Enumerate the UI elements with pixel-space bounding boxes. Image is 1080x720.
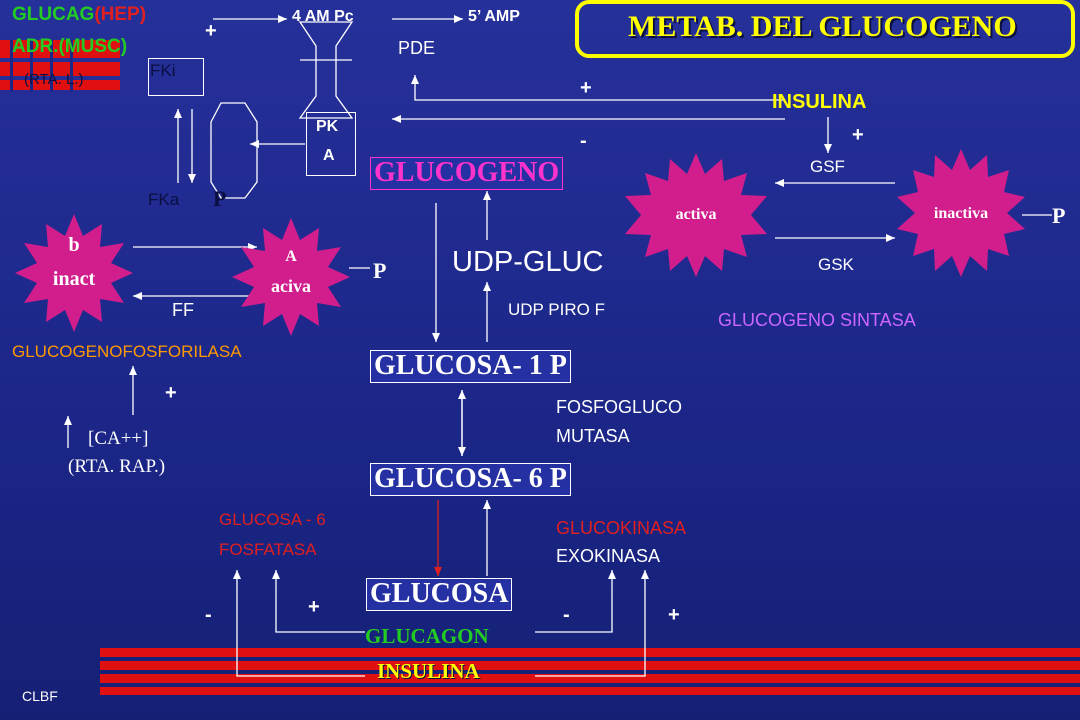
glucag-text: GLUCAG [12,4,95,25]
minus-sign-pka: - [580,130,587,152]
adrenaline-label: ADR.(MUSC) [12,36,128,57]
page-title: METAB. DEL GLUCOGENO [628,10,1017,43]
phosphorylase-a-line1: A [285,248,297,265]
calcium-label: [CA++] [88,428,149,449]
hep-text: (HEP) [94,4,147,25]
phosphorylase-b-inactive: b inact [15,214,133,332]
plus-sign-pde: + [580,77,592,99]
glucokinasa-label: GLUCOKINASA [556,518,687,538]
glucogeno-box: GLUCOGENO [370,157,564,190]
red-bar-decoration-top-left [0,40,140,92]
plus-sign-gsf: + [852,124,864,146]
fka-phosphate-label: P [213,186,227,211]
pka-box [306,112,356,176]
plus-sign-bottom-right: + [668,604,680,626]
synthase-inactive: inactiva [897,149,1025,277]
glucagon-label: GLUCAG(HEP) [12,4,146,26]
camp-label: 4 AM Pc [292,8,354,25]
plus-sign-bottom-left: + [308,596,320,618]
minus-sign-bottom-left: - [205,604,212,626]
glucosa-1-p-box: GLUCOSA- 1 P [370,350,571,383]
minus-sign-bottom-right: - [563,604,570,626]
glucagon-label-bottom: GLUCAGON [365,624,489,648]
gsf-label: GSF [810,157,845,176]
glucosa-box: GLUCOSA [366,578,513,611]
phosphorylase-b-line2: inact [52,268,96,290]
footer-credit: CLBF [22,688,58,704]
fki-box [148,58,204,96]
glucosa-6-p-box: GLUCOSA- 6 P [370,463,571,496]
phosphorylase-a-line2: aciva [271,276,311,296]
starburst-icon [232,218,350,336]
starburst-icon [625,153,767,277]
red-bar-decoration-bottom [100,648,1080,696]
pde-label: PDE [398,38,436,58]
insulin-label-top: INSULINA [772,91,867,113]
pka-label-line1: PK [316,118,339,135]
g6pase-line1: GLUCOSA - 6 [219,510,326,529]
rta-l-label: (RTA. L.) [24,71,84,88]
starburst-icon [897,149,1025,277]
phosphorylase-a-active: A aciva [232,218,350,336]
insulin-label-bottom: INSULINA [377,659,480,683]
exokinasa-label: EXOKINASA [556,546,661,566]
fka-label: FKa [148,190,180,209]
mutasa-line1: FOSFOGLUCO [556,397,683,417]
g6pase-line2: FOSFATASA [219,540,317,559]
fki-label: FKi [150,61,176,80]
rta-rap-label: (RTA. RAP.) [68,456,166,477]
synthase-phosphate-label: P [1052,203,1066,228]
starburst-icon [15,214,133,332]
udp-piro-label: UDP PIRO F [508,300,605,319]
synthase-inactive-label: inactiva [933,205,989,222]
gsk-label: GSK [818,255,854,274]
phosphorylase-b-line1: b [68,234,80,256]
synthase-active-label: activa [675,206,717,223]
phosphorylase-phosphate-label: P [373,258,387,283]
pka-label-line2: A [323,147,335,164]
title-frame [575,0,1075,58]
glucogeno-sintasa-label: GLUCOGENO SINTASA [718,310,916,330]
mutasa-line2: MUTASA [556,426,630,446]
synthase-active: activa [621,153,771,277]
five-amp-label: 5’ AMP [468,8,520,25]
ff-label: FF [172,300,194,320]
plus-sign-hormones: + [205,20,217,42]
plus-sign-calcium: + [165,382,177,404]
udp-gluc-label: UDP-GLUC [452,246,604,278]
glucogenofosforilasa-label: GLUCOGENOFOSFORILASA [12,342,242,361]
